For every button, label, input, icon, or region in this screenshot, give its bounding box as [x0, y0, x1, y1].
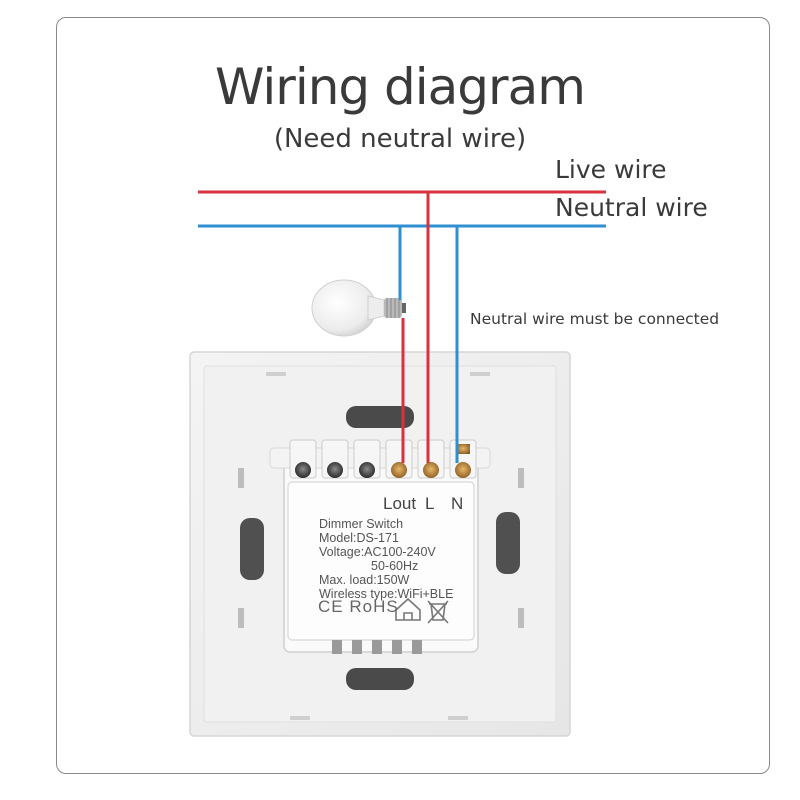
wires — [198, 190, 606, 463]
device-frequency: 50-60Hz — [371, 559, 419, 573]
terminal-label-l: L — [425, 494, 435, 513]
neutral-note: Neutral wire must be connected — [470, 310, 720, 328]
device-voltage: Voltage:AC100-240V — [319, 545, 436, 559]
terminal-n — [455, 462, 471, 478]
mount-slot-right — [496, 512, 520, 574]
live-wire-label: Live wire — [555, 155, 667, 184]
device-max-load: Max. load:150W — [319, 573, 410, 587]
mount-slot-bottom — [346, 668, 414, 690]
device-wireless: Wireless type:WiFi+BLE — [319, 587, 454, 601]
device-model: Model:DS-171 — [319, 531, 399, 545]
light-bulb-icon — [311, 279, 406, 337]
house-icon — [395, 597, 421, 621]
terminal-label-lout: Lout — [383, 494, 417, 513]
device-spec-label: Dimmer Switch Model:DS-171 Voltage:AC100… — [319, 517, 453, 601]
diagram-subtitle: (Need neutral wire) — [273, 124, 527, 154]
terminal-label-n: N — [451, 494, 464, 513]
terminal-l — [423, 462, 439, 478]
diagram-title: Wiring diagram — [215, 58, 586, 116]
terminal-lout — [391, 462, 407, 478]
certification-marks: CE RoHS — [318, 597, 399, 616]
mount-slot-left — [240, 518, 264, 580]
mount-slot-top — [346, 406, 414, 428]
weee-bin-icon — [427, 600, 449, 624]
neutral-wire-label: Neutral wire — [555, 193, 708, 222]
device-name: Dimmer Switch — [319, 517, 404, 531]
